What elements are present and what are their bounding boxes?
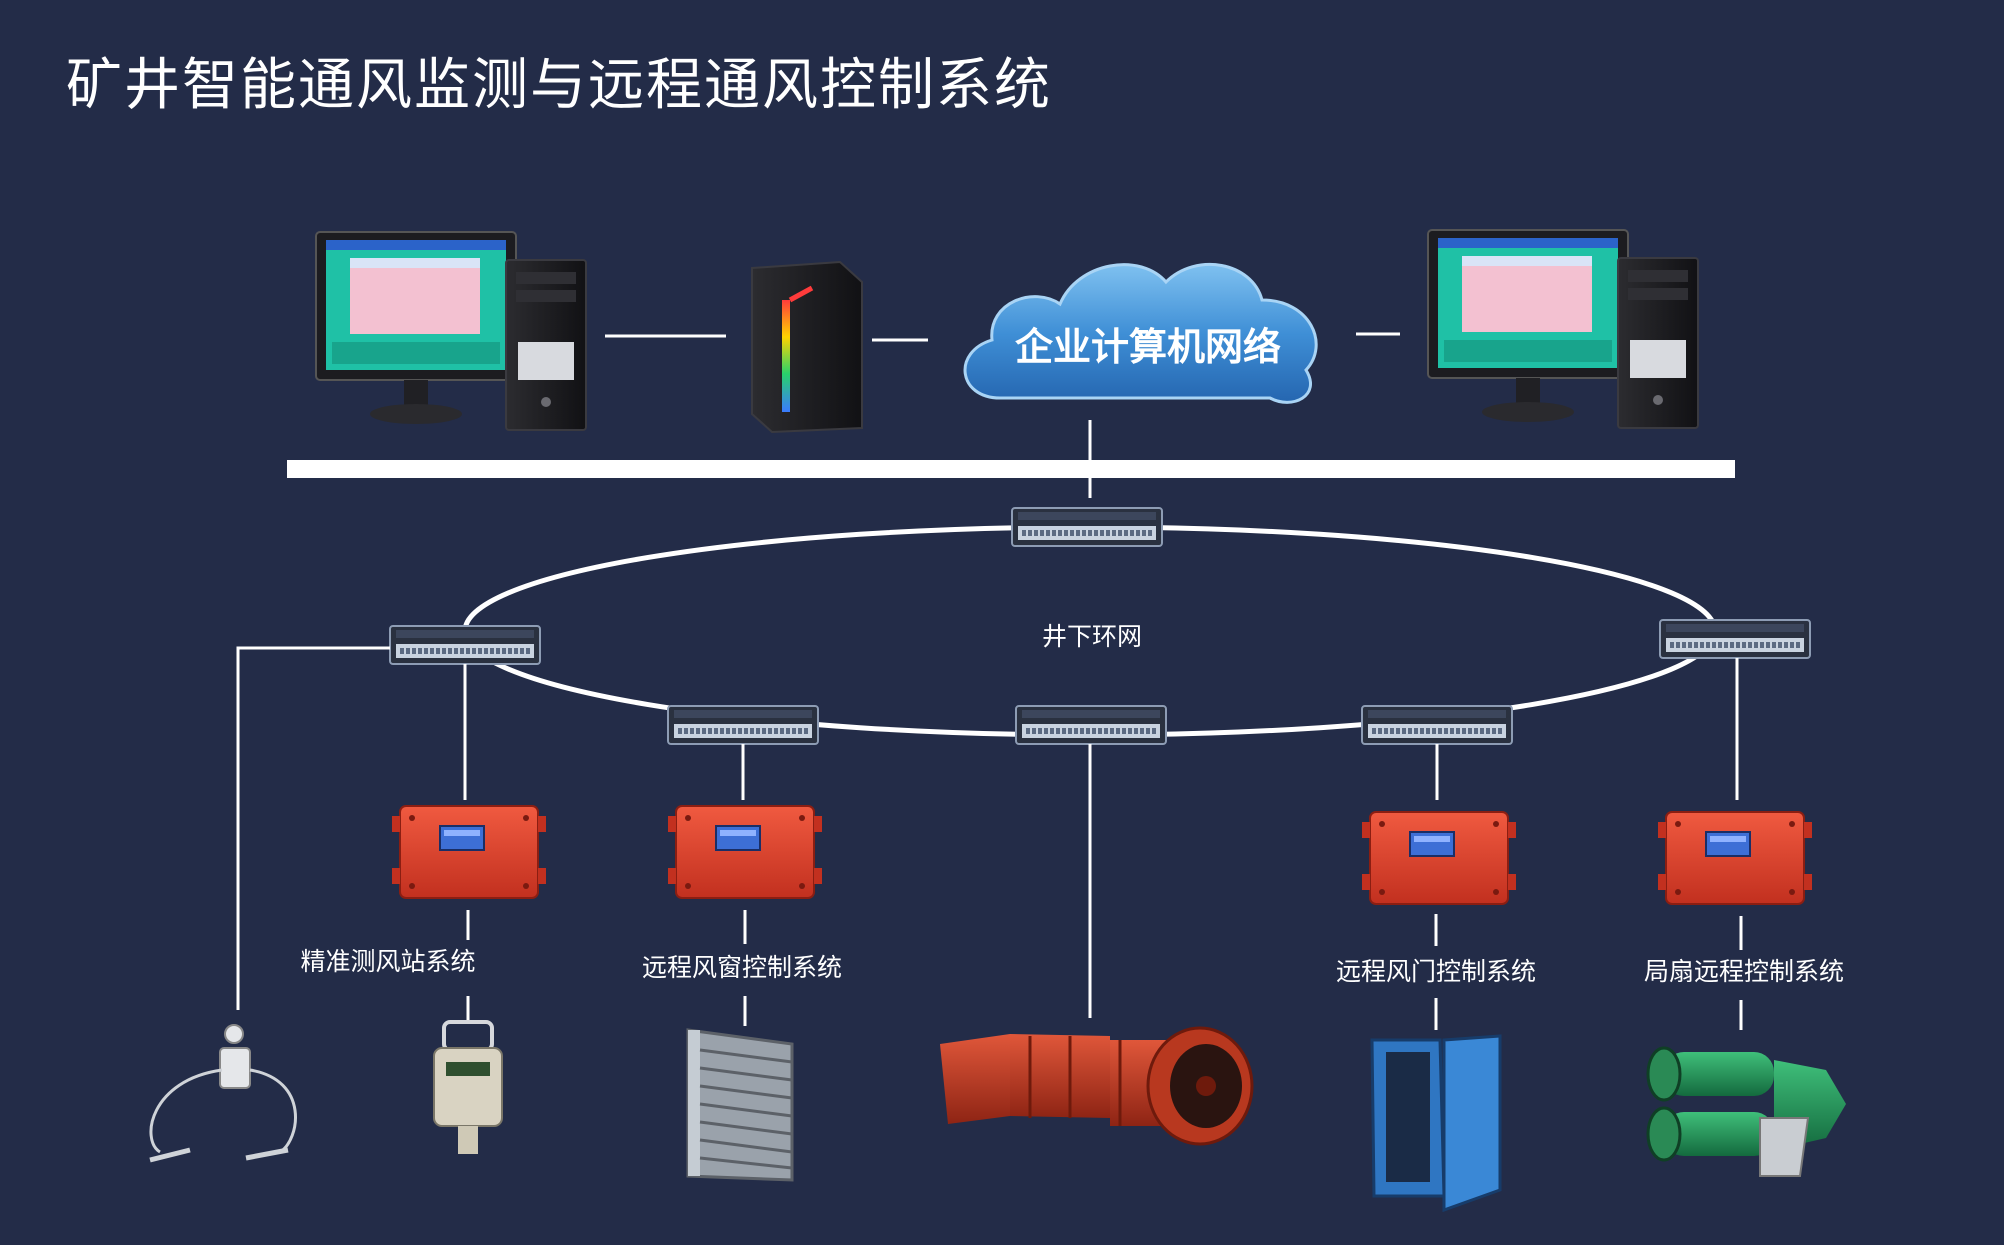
cloud-enterprise-network: 企业计算机网络	[963, 262, 1318, 404]
explosion-proof-controller	[667, 805, 823, 899]
sensor-drop-line	[236, 646, 390, 1010]
monitoring-workstation-left	[315, 231, 587, 431]
server-tower	[751, 260, 863, 434]
core-switch	[1012, 508, 1162, 546]
air-window-louver	[686, 1028, 794, 1182]
explosion-proof-controller	[1657, 811, 1813, 905]
air-door	[1370, 1034, 1502, 1213]
subsystem-label-wind-station: 精准测风站系统	[300, 947, 475, 976]
ring-switch	[390, 626, 540, 664]
ring-switch	[668, 706, 818, 744]
explosion-proof-controller	[1361, 811, 1517, 905]
cloud-label: 企业计算机网络	[1015, 325, 1281, 369]
ring-switch	[1362, 706, 1512, 744]
monitoring-workstation-right	[1427, 229, 1699, 429]
explosion-proof-controller	[391, 805, 547, 899]
main-axial-fan	[940, 1026, 1254, 1146]
subsystem-label-local-fan: 局扇远程控制系统	[1644, 957, 1844, 986]
subsystem-label-air-door: 远程风门控制系统	[1336, 957, 1536, 986]
backbone-bus	[287, 460, 1735, 478]
wind-speed-sensor	[433, 1020, 503, 1154]
airflow-sensor-probe	[149, 1024, 297, 1163]
subsystem-label-air-window: 远程风窗控制系统	[642, 953, 842, 982]
ring-label: 井下环网	[1042, 622, 1142, 651]
ring-switch	[1660, 620, 1810, 658]
ring-switch	[1016, 706, 1166, 744]
page-title: 矿井智能通风监测与远程通风控制系统	[66, 53, 1052, 118]
local-fan	[1646, 1046, 1846, 1177]
